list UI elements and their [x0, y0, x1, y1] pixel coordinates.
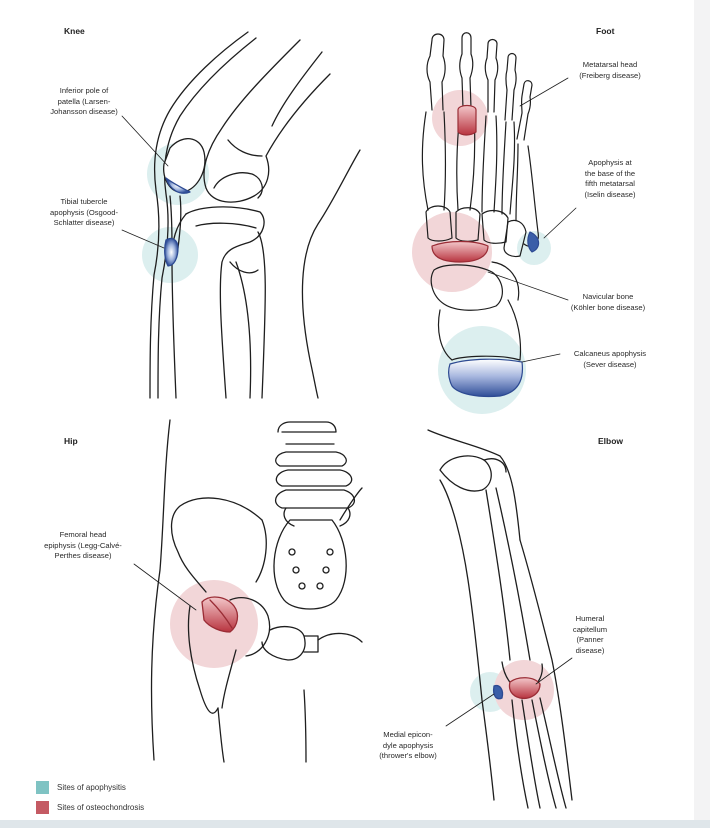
- knee-title: Knee: [64, 26, 85, 36]
- label-calcaneus: Calcaneus apophysis (Sever disease): [573, 349, 647, 369]
- foot-title: Foot: [596, 26, 615, 36]
- tibial-tubercle-marker: [164, 237, 179, 267]
- legend-apophysitis: Sites of apophysitis: [36, 781, 126, 794]
- legend-swatch-osteochondrosis: [36, 801, 49, 814]
- elbow-illustration: [427, 429, 573, 809]
- medial-epicondyle-marker: [492, 684, 504, 700]
- label-metatarsal-head: Metatarsal head (Freiberg disease): [579, 60, 641, 80]
- legend-swatch-apophysitis: [36, 781, 49, 794]
- legend-label-osteochondrosis: Sites of osteochondrosis: [57, 803, 145, 812]
- metatarsal-head-marker: [457, 104, 477, 136]
- label-tibial-tubercle: Tibial tubercle apophysis (Osgood- Schla…: [50, 197, 118, 227]
- label-medial-epicondyle: Medial epicon- dyle apophysis (thrower's…: [379, 730, 437, 760]
- legend-osteochondrosis: Sites of osteochondrosis: [36, 801, 144, 814]
- hip-illustration: [133, 419, 363, 763]
- elbow-title: Elbow: [598, 436, 624, 446]
- navicular-marker: [431, 240, 489, 263]
- knee-illustration: [121, 31, 361, 399]
- legend-label-apophysitis: Sites of apophysitis: [57, 783, 126, 792]
- label-femoral-head: Femoral head epiphysis (Legg-Calvé- Pert…: [44, 530, 122, 560]
- label-navicular: Navicular bone (Köhler bone disease): [570, 292, 646, 312]
- fifth-metatarsal-base-marker: [527, 231, 540, 253]
- label-inferior-pole-patella: Inferior pole of patella (Larsen- Johans…: [50, 86, 118, 116]
- foot-illustration: [412, 32, 577, 414]
- calcaneus-apophysis-marker: [448, 358, 524, 398]
- page-edge: [694, 0, 710, 828]
- hip-title: Hip: [64, 436, 78, 446]
- patella-inferior-pole-marker: [165, 177, 191, 194]
- label-humeral-capitellum: Humeral capitellum (Panner disease): [572, 614, 608, 655]
- page-bottom-edge: [0, 820, 710, 828]
- label-fifth-metatarsal: Apophysis at the base of the fifth metat…: [584, 158, 636, 199]
- capitellum-marker: [508, 677, 541, 700]
